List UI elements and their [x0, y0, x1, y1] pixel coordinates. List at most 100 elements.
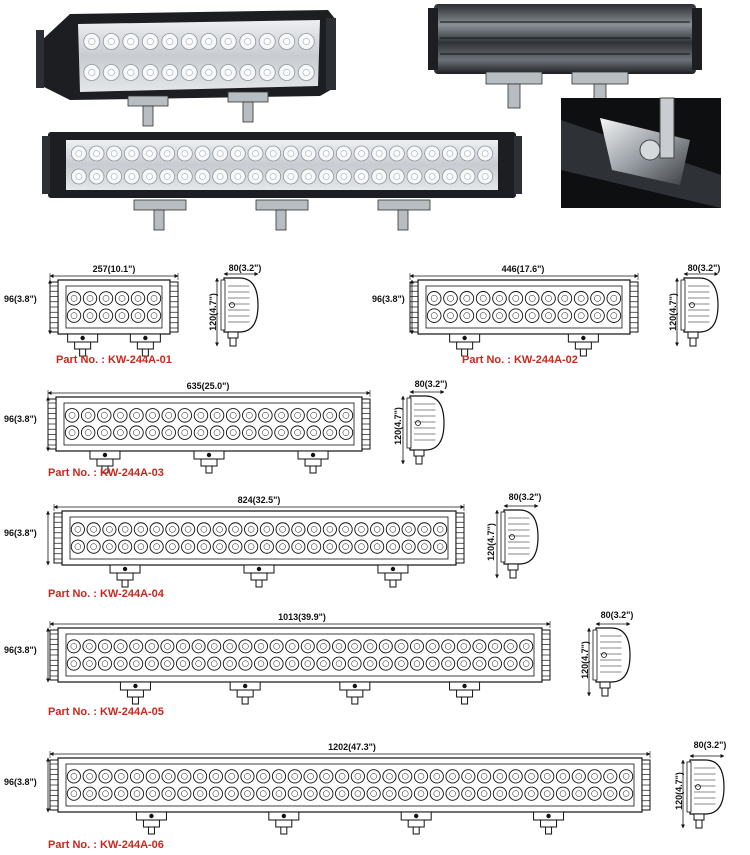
- led-lens: [259, 539, 274, 554]
- led-lens: [80, 408, 96, 423]
- led-lens: [113, 425, 128, 440]
- led-lens: [291, 522, 306, 537]
- led-lens: [503, 656, 518, 671]
- led-lens: [426, 308, 442, 323]
- led-lens: [207, 639, 222, 654]
- led-lens: [82, 639, 97, 654]
- led-lens: [316, 639, 331, 654]
- side-width-dimension: 80(3.2"): [688, 263, 721, 273]
- led-lens: [413, 786, 429, 801]
- front-view-drawing: [46, 621, 551, 705]
- side-view-drawing: [675, 272, 719, 347]
- led-lens: [503, 639, 518, 654]
- led-lens: [541, 308, 556, 323]
- led-lens: [271, 786, 287, 801]
- model-kw-244a-02: 446(17.6") 96(3.8") 80(3.2") 120(4.7") P…: [372, 263, 720, 366]
- led-lens: [619, 786, 634, 801]
- led-lens: [70, 522, 85, 537]
- led-lens: [429, 786, 444, 801]
- led-lens: [97, 639, 113, 654]
- led-lens: [98, 308, 114, 323]
- led-lens: [331, 656, 347, 671]
- led-lens: [603, 786, 618, 801]
- led-lens: [222, 639, 237, 654]
- led-lens: [271, 769, 287, 784]
- led-lens: [590, 291, 605, 306]
- part-number-label: Part No. : KW-244A-03: [48, 467, 164, 479]
- led-lens: [508, 291, 524, 306]
- led-lens: [290, 408, 305, 423]
- led-lens: [165, 522, 180, 537]
- led-lens: [492, 291, 507, 306]
- led-lens: [181, 522, 196, 537]
- height-dimension: 96(3.8"): [372, 294, 405, 304]
- led-lens: [160, 656, 175, 671]
- led-lens: [97, 656, 113, 671]
- led-lens: [291, 539, 306, 554]
- led-lens: [290, 425, 305, 440]
- led-lens: [149, 522, 164, 537]
- led-lens: [253, 639, 269, 654]
- led-lens: [433, 522, 448, 537]
- led-lens: [114, 308, 130, 323]
- led-lens: [443, 308, 458, 323]
- led-lens: [66, 639, 81, 654]
- led-lens: [177, 408, 193, 423]
- led-lens: [269, 656, 284, 671]
- led-lens: [259, 522, 274, 537]
- led-lens: [161, 408, 176, 423]
- mounting-bracket: [400, 811, 432, 835]
- led-lens: [307, 522, 322, 537]
- led-lens: [573, 308, 589, 323]
- led-lens: [508, 308, 524, 323]
- led-lens: [113, 408, 128, 423]
- led-lens: [426, 291, 442, 306]
- led-lens: [66, 769, 81, 784]
- led-lens: [212, 539, 227, 554]
- led-lens: [378, 639, 393, 654]
- led-lens: [228, 539, 243, 554]
- led-lens: [477, 769, 492, 784]
- led-lens: [401, 522, 416, 537]
- led-lens: [165, 539, 180, 554]
- mounting-bracket: [89, 450, 121, 474]
- mounting-bracket: [449, 333, 481, 357]
- length-dimension: 1013(39.9"): [278, 612, 326, 622]
- led-lens: [258, 425, 273, 440]
- led-lens: [382, 769, 397, 784]
- led-lens: [118, 522, 133, 537]
- led-lens: [347, 656, 362, 671]
- led-lens: [177, 786, 192, 801]
- side-height-dimension: 120(4.7"): [208, 293, 218, 331]
- led-lens: [508, 769, 523, 784]
- led-lens: [524, 291, 540, 306]
- led-lens: [417, 522, 432, 537]
- led-lens: [394, 656, 409, 671]
- led-lens: [175, 656, 191, 671]
- led-lens: [524, 308, 540, 323]
- led-lens: [398, 769, 413, 784]
- led-lens: [306, 425, 321, 440]
- led-lens: [307, 539, 322, 554]
- led-lens: [222, 656, 237, 671]
- part-number-label: Part No. : KW-244A-04: [48, 588, 165, 600]
- led-lens: [80, 425, 96, 440]
- led-lens: [590, 308, 605, 323]
- led-lens: [161, 786, 176, 801]
- led-lens: [113, 639, 128, 654]
- led-lens: [306, 408, 321, 423]
- led-lens: [256, 786, 271, 801]
- side-height-dimension: 120(4.7"): [674, 772, 684, 810]
- led-lens: [240, 786, 255, 801]
- led-lens: [606, 291, 622, 306]
- led-lens: [161, 425, 176, 440]
- led-lens: [338, 425, 354, 440]
- led-lens: [175, 639, 191, 654]
- photo-light-bar-back: [428, 4, 702, 109]
- led-lens: [409, 656, 425, 671]
- led-lens: [571, 786, 586, 801]
- model-kw-244a-01: 257(10.1") 96(3.8") 80(3.2") 120(4.7") P…: [4, 263, 261, 366]
- led-lens: [196, 522, 211, 537]
- product-photos: [36, 4, 721, 231]
- led-lens: [382, 786, 397, 801]
